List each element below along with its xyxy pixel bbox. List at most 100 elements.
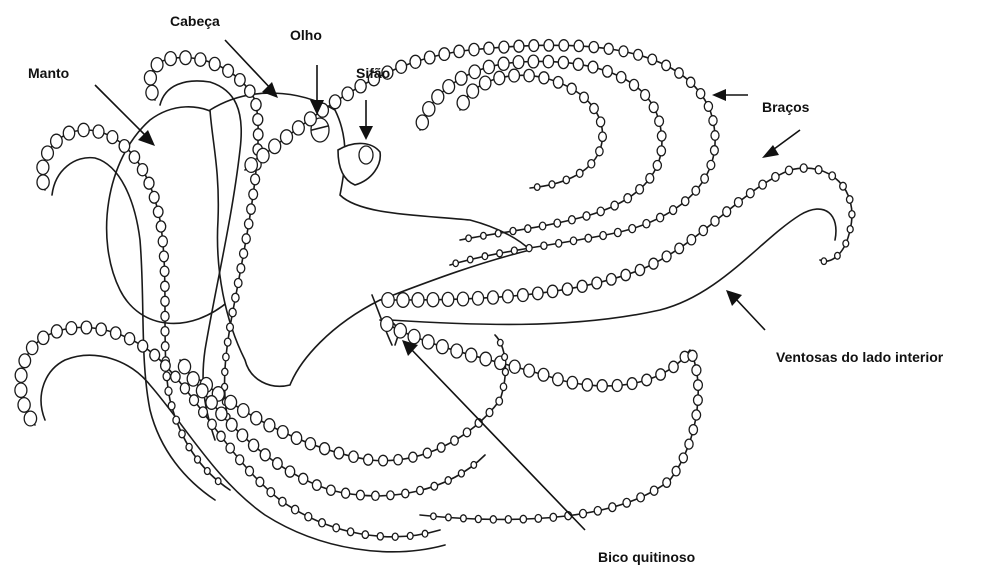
sucker (596, 147, 603, 156)
sucker (642, 374, 652, 386)
sucker (224, 338, 231, 346)
sucker (107, 131, 118, 144)
sucker (235, 74, 246, 87)
sucker (635, 264, 644, 275)
sucker (567, 376, 577, 389)
sucker (208, 419, 217, 429)
arm-bottom-front-2 (180, 360, 485, 496)
sucker (410, 55, 421, 68)
sucker (502, 368, 508, 375)
sucker (627, 378, 637, 390)
sucker (312, 480, 321, 491)
sucker (573, 58, 583, 70)
sucker (417, 486, 424, 494)
sucker (364, 454, 373, 465)
sucker (609, 503, 616, 512)
sucker (547, 285, 557, 297)
sucker (267, 488, 275, 497)
sucker (253, 114, 263, 126)
sucker (612, 380, 622, 392)
sucker (38, 331, 49, 344)
sucker (362, 531, 368, 539)
sucker (526, 245, 532, 252)
sucker (285, 466, 294, 477)
sucker (589, 42, 598, 53)
sucker (269, 139, 281, 154)
sucker (42, 146, 54, 160)
sucker (541, 242, 547, 249)
sucker (574, 40, 583, 51)
sucker (226, 443, 234, 453)
sucker (457, 292, 468, 306)
sucker (78, 123, 89, 136)
sucker (509, 69, 520, 82)
sucker (657, 146, 665, 156)
sucker (245, 85, 255, 97)
sucker (481, 232, 487, 239)
sucker (260, 449, 270, 461)
sucker (556, 240, 562, 248)
sucker (281, 130, 293, 144)
sucker (649, 258, 658, 269)
sucker (237, 264, 245, 273)
sucker (611, 201, 618, 210)
sucker (849, 211, 855, 218)
sucker (603, 66, 613, 78)
sucker (227, 323, 234, 331)
sucker (617, 72, 626, 83)
sucker (466, 235, 472, 242)
sucker (204, 468, 210, 475)
sucker (629, 79, 638, 90)
sucker (129, 151, 139, 163)
sucker (699, 225, 707, 235)
label-manto: Manto (28, 65, 69, 81)
sucker (746, 189, 754, 198)
sucker (503, 290, 514, 303)
sucker (534, 184, 540, 191)
sucker (439, 48, 450, 61)
sucker (759, 180, 767, 189)
sucker (498, 57, 509, 70)
sucker (800, 164, 807, 172)
sucker (119, 140, 130, 153)
sucker (66, 322, 77, 335)
sucker (518, 289, 529, 302)
sucker (624, 194, 632, 203)
sucker (186, 443, 192, 450)
sucker (372, 491, 380, 500)
sucker (379, 455, 388, 466)
sucker (160, 266, 169, 276)
sucker (785, 166, 792, 175)
sucker (257, 148, 269, 163)
sucker (649, 102, 658, 113)
sucker (51, 134, 63, 148)
sucker (196, 384, 208, 398)
sucker (563, 176, 569, 184)
sucker (600, 232, 607, 240)
sucker (381, 317, 393, 332)
sucker (423, 448, 431, 458)
sucker (245, 219, 253, 229)
sucker (355, 80, 366, 93)
sucker (333, 524, 340, 532)
sucker (692, 186, 700, 195)
sucker (81, 321, 92, 334)
arm-coiled-top-inner (420, 61, 662, 240)
sucker (387, 491, 394, 500)
sucker (158, 236, 167, 247)
sucker (723, 207, 731, 217)
sucker (215, 478, 221, 485)
sucker (544, 40, 554, 52)
sucker (163, 372, 170, 381)
sucker (15, 383, 27, 397)
sucker (525, 225, 531, 233)
sucker (505, 516, 511, 524)
sucker (279, 497, 286, 506)
sucker (711, 131, 719, 141)
sucker (392, 533, 398, 540)
sucker (291, 432, 301, 445)
sucker (580, 509, 587, 517)
sucker (656, 369, 666, 380)
sucker (453, 260, 458, 267)
arrowhead-sifao (359, 126, 373, 140)
